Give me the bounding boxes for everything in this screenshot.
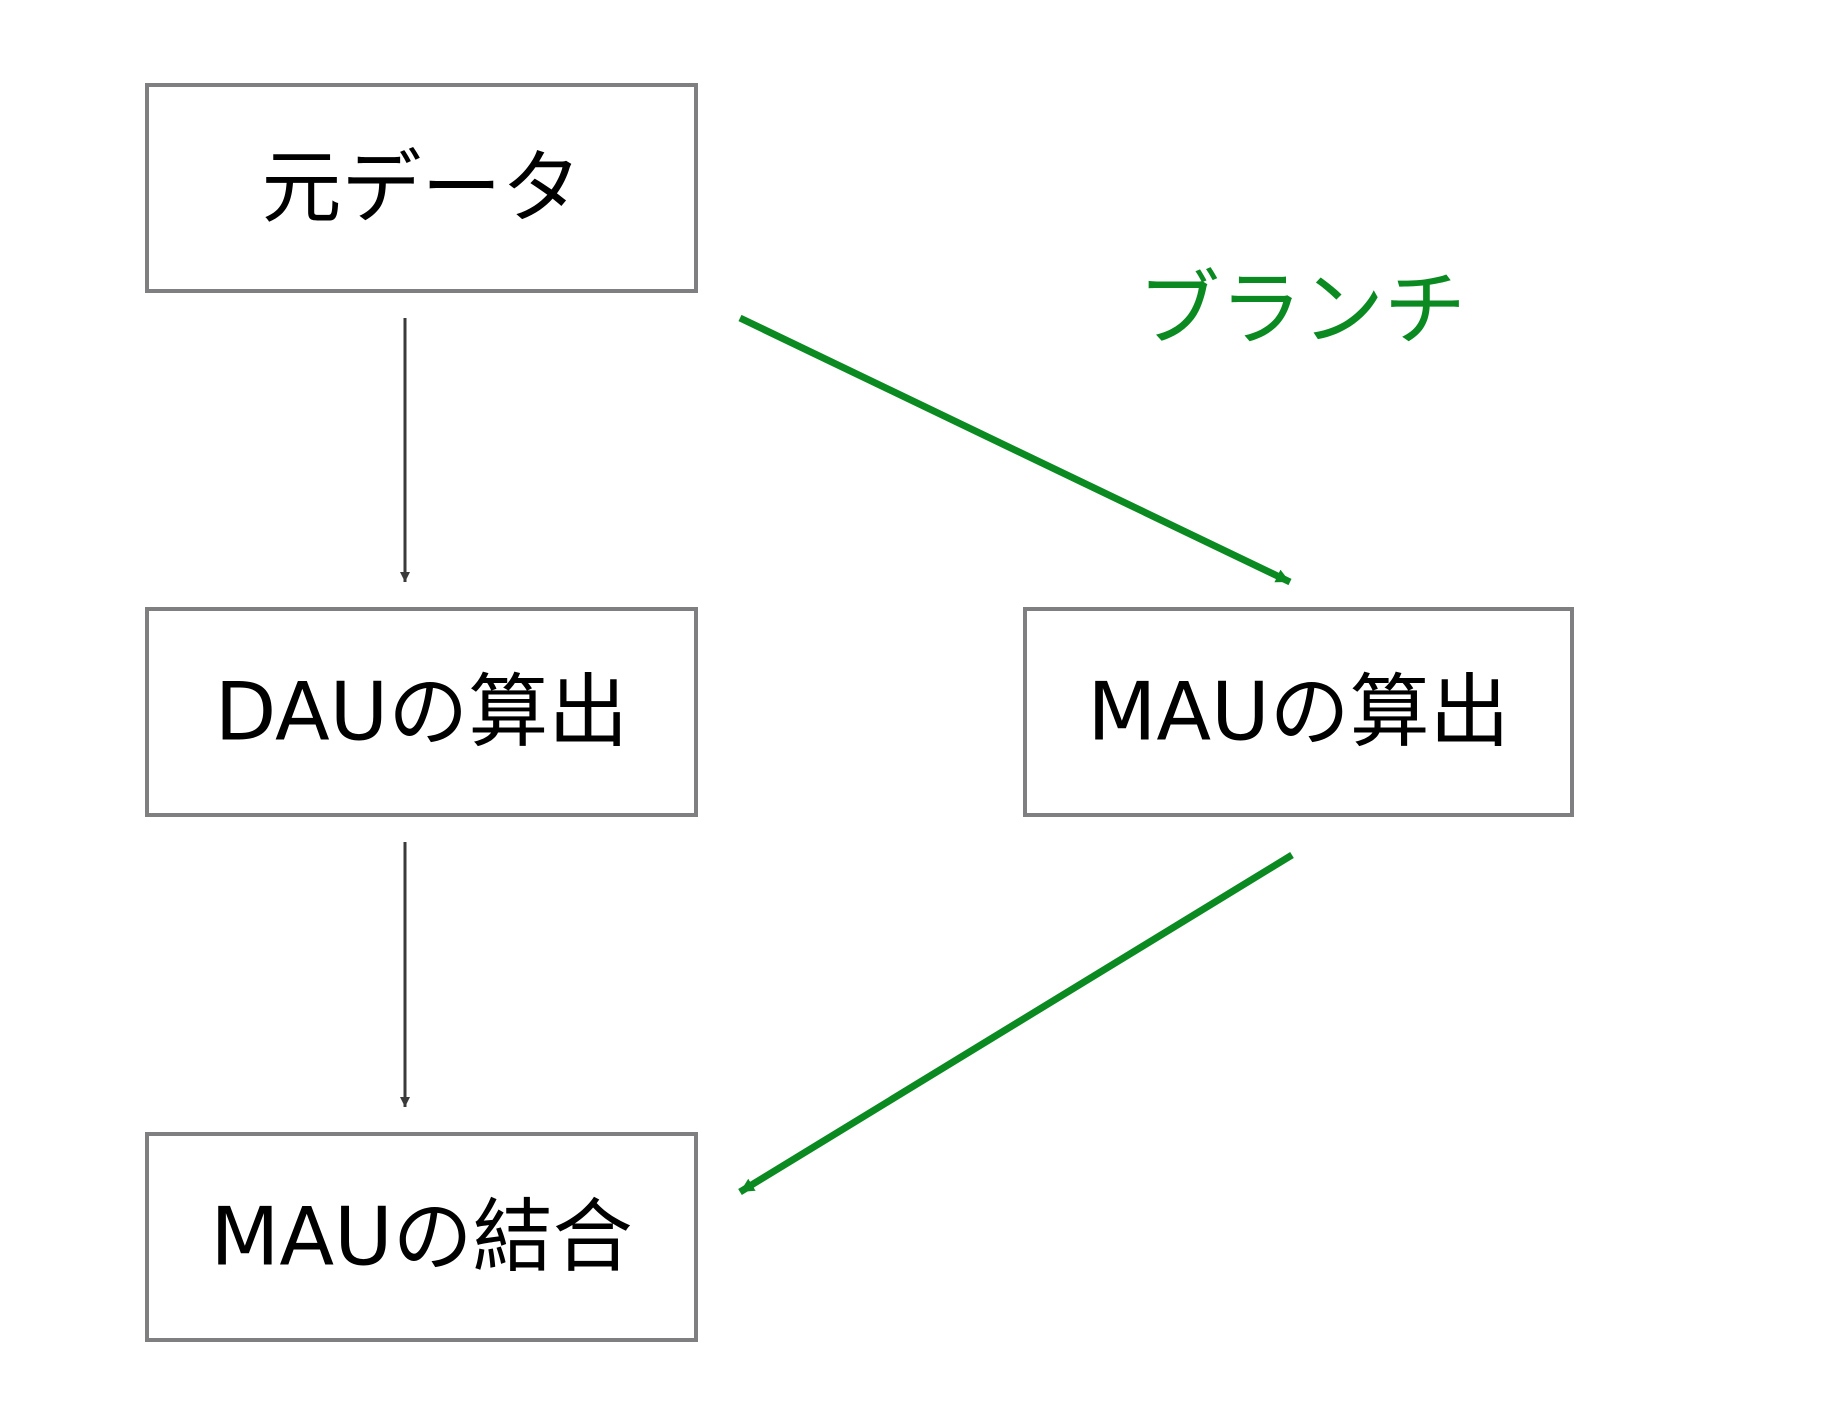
node-dau-calc-label: DAUの算出: [215, 666, 628, 759]
node-mau-calc-label: MAUの算出: [1087, 666, 1509, 759]
node-mau-merge-label: MAUの結合: [210, 1191, 632, 1284]
node-source-data-label: 元データ: [262, 142, 582, 235]
branch-label: ブランチ: [1138, 263, 1466, 358]
branch-arrow-source-to-mau: [738, 314, 1292, 586]
node-dau-calc: DAUの算出: [145, 607, 698, 817]
node-mau-calc: MAUの算出: [1023, 607, 1574, 817]
branch-arrow-mau-to-merge: [738, 852, 1294, 1195]
node-mau-merge: MAUの結合: [145, 1132, 698, 1342]
node-source-data: 元データ: [145, 83, 698, 293]
